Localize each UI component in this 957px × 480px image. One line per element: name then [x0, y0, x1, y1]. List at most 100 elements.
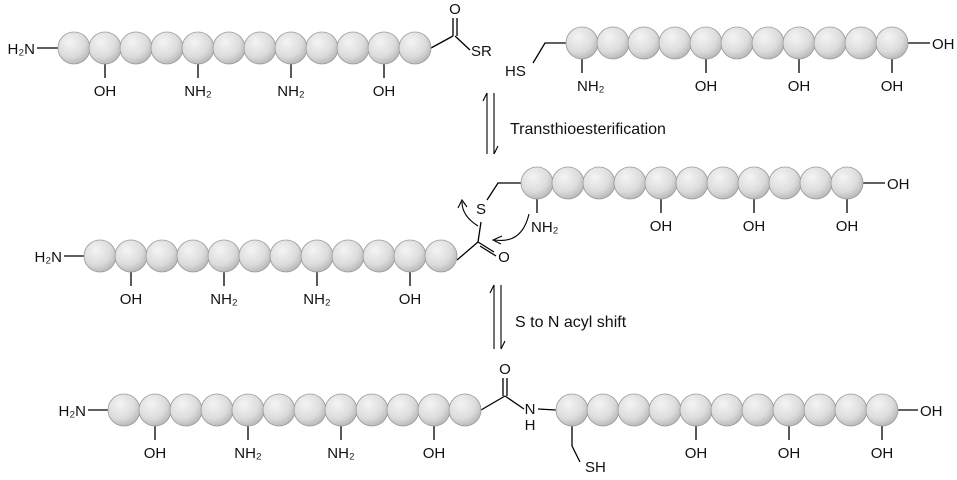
amino-acid-bead: [331, 239, 365, 273]
side-chain-oh-label: OH: [399, 291, 422, 308]
amino-acid-bead: [243, 31, 277, 65]
side-chain-oh-label: OH: [373, 83, 396, 100]
amino-acid-bead: [551, 166, 585, 200]
amino-acid-bead: [737, 166, 771, 200]
side-chain-oh-label: OH: [871, 445, 894, 462]
amino-acid-bead: [582, 166, 616, 200]
amino-acid-bead: [386, 393, 420, 427]
cysteine-side-chain: [571, 426, 581, 463]
amino-acid-bead: [720, 26, 754, 60]
step-transthioesterification-label: Transthioesterification: [510, 121, 666, 138]
amino-acid-bead: [772, 393, 806, 427]
carbonyl-bond: [456, 241, 479, 261]
side-chain-oh-label: OH: [650, 218, 673, 235]
amino-acid-bead: [768, 166, 802, 200]
amino-acid-bead: [803, 393, 837, 427]
amino-acid-bead: [176, 239, 210, 273]
amino-acid-bead: [679, 393, 713, 427]
amino-acid-bead: [448, 393, 482, 427]
amino-acid-bead: [834, 393, 868, 427]
side-chain-oh-label: OH: [685, 445, 708, 462]
curved-arrow-amine-attack: [491, 213, 530, 245]
thioester-bond: [477, 221, 482, 243]
amino-acid-bead: [627, 26, 661, 60]
amino-acid-bead: [417, 393, 451, 427]
amino-acid-bead: [231, 393, 265, 427]
amide-bond: [504, 395, 525, 410]
amino-acid-bead: [305, 31, 339, 65]
amino-acid-bead: [706, 166, 740, 200]
amino-acid-bead: [555, 393, 589, 427]
c-terminus-oh-label: OH: [920, 403, 943, 420]
cysteine-thiol-label: HS: [505, 63, 526, 80]
amino-acid-bead: [138, 393, 172, 427]
amino-acid-bead: [300, 239, 334, 273]
amino-acid-bead: [710, 393, 744, 427]
amino-acid-bead: [689, 26, 723, 60]
amino-acid-bead: [398, 31, 432, 65]
amino-acid-bead: [648, 393, 682, 427]
reaction-arrows: [457, 92, 530, 350]
amino-acid-bead: [200, 393, 234, 427]
amino-acid-bead: [596, 26, 630, 60]
amino-acid-bead: [565, 26, 599, 60]
amino-acid-bead: [107, 393, 141, 427]
amino-acid-bead: [586, 393, 620, 427]
amino-acid-bead: [262, 393, 296, 427]
amino-acid-bead: [355, 393, 389, 427]
amino-acid-bead: [114, 239, 148, 273]
amino-acid-bead: [675, 166, 709, 200]
thioester-sr-label: SR: [471, 43, 492, 60]
cysteine-side-chain: [532, 42, 566, 64]
carbonyl-bond: [480, 395, 506, 411]
amino-acid-bead: [145, 239, 179, 273]
carbonyl-oxygen-label: O: [498, 249, 510, 266]
amino-acid-bead: [741, 393, 775, 427]
amide-hydrogen-label: H: [525, 417, 536, 434]
amino-acid-bead: [865, 393, 899, 427]
carbonyl-oxygen-label: O: [449, 1, 461, 18]
side-chain-oh-label: OH: [94, 83, 117, 100]
equilibrium-arrow-2: [489, 284, 506, 350]
amino-acid-bead: [212, 31, 246, 65]
thioester-bond: [454, 35, 471, 51]
side-chain-nh2-label: NH₂: [303, 291, 331, 308]
side-chain-oh-label: OH: [120, 291, 143, 308]
amino-acid-bead: [813, 26, 847, 60]
amino-acid-bead: [274, 31, 308, 65]
amino-acid-bead: [269, 239, 303, 273]
carbonyl-bond: [430, 35, 454, 49]
cysteine-thiol-label: SH: [585, 459, 606, 476]
amino-acid-bead: [424, 239, 458, 273]
side-chain-oh-label: OH: [144, 445, 167, 462]
amino-acid-bead: [782, 26, 816, 60]
amino-acid-bead: [520, 166, 554, 200]
thioester-linker: [486, 182, 521, 201]
amino-acid-bead: [336, 31, 370, 65]
amino-acid-bead: [293, 393, 327, 427]
side-chain-nh2-label: NH₂: [234, 445, 262, 462]
attacking-amine-label: NH₂: [531, 219, 559, 236]
side-chain-nh2-label: NH₂: [277, 83, 305, 100]
side-chain-nh2-label: NH₂: [184, 83, 212, 100]
equilibrium-arrow-1: [482, 92, 499, 155]
amino-acid-bead: [57, 31, 91, 65]
side-chain-oh-label: OH: [788, 78, 811, 95]
n-terminus-label: H₂N: [59, 403, 87, 420]
amino-acid-bead: [644, 166, 678, 200]
amino-acid-bead: [367, 31, 401, 65]
side-chain-oh-label: OH: [695, 78, 718, 95]
amino-acid-bead: [119, 31, 153, 65]
amino-acid-bead: [83, 239, 117, 273]
amino-acid-bead: [875, 26, 909, 60]
c-o-double-bond: [479, 245, 497, 257]
amino-acid-bead: [238, 239, 272, 273]
thioester-sulfur-label: S: [476, 201, 486, 218]
side-chain-nh2-label: NH₂: [210, 291, 238, 308]
side-chain-oh-label: OH: [881, 78, 904, 95]
amino-acid-bead: [617, 393, 651, 427]
amino-acid-bead: [658, 26, 692, 60]
c-terminus-oh-label: OH: [932, 36, 955, 53]
amino-acid-bead: [181, 31, 215, 65]
